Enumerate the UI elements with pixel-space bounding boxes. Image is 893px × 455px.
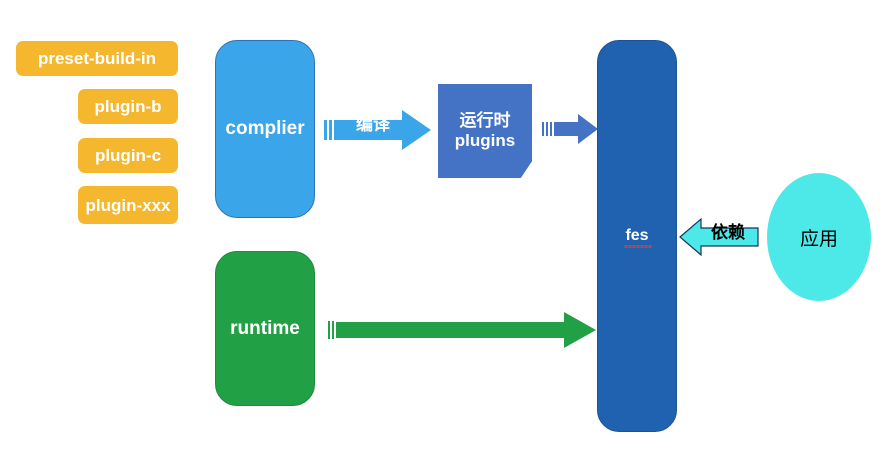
node-app-label: 应用 xyxy=(799,228,838,250)
plugin-chip-plugin-c[interactable]: plugin-c xyxy=(78,138,178,173)
plugin-chip-label: preset-build-in xyxy=(37,48,157,68)
arrow-dependency-label: 依赖 xyxy=(711,222,745,242)
node-fes-label: fes xyxy=(624,226,652,249)
plugin-chip-preset-build-in[interactable]: preset-build-in xyxy=(16,41,178,76)
node-runtime-plugins[interactable]: 运行时 plugins xyxy=(438,84,532,178)
arrow-plugins-to-fes xyxy=(542,113,600,147)
arrow-compile xyxy=(324,108,432,152)
plugin-chip-label: plugin-c xyxy=(94,145,162,165)
arrow-runtime-to-fes xyxy=(328,310,598,350)
node-runtime-plugins-label-line1: 运行时 xyxy=(459,111,511,131)
plugin-chip-label: plugin-b xyxy=(94,96,162,116)
node-app[interactable]: 应用 xyxy=(767,173,871,301)
arrow-compile-label: 编译 xyxy=(356,114,390,134)
node-runtime-label: runtime xyxy=(230,317,300,339)
node-complier[interactable]: complier xyxy=(215,40,315,218)
arrow-dependency xyxy=(679,216,759,258)
node-runtime-plugins-label-line2: plugins xyxy=(454,131,516,150)
note-folded-corner-icon xyxy=(520,161,532,178)
plugin-chip-plugin-b[interactable]: plugin-b xyxy=(78,89,178,124)
node-complier-label: complier xyxy=(225,118,305,140)
node-runtime[interactable]: runtime xyxy=(215,251,315,406)
plugin-chip-plugin-xxx[interactable]: plugin-xxx xyxy=(78,186,178,224)
plugin-chip-label: plugin-xxx xyxy=(85,195,171,215)
node-fes[interactable]: fes xyxy=(597,40,677,432)
